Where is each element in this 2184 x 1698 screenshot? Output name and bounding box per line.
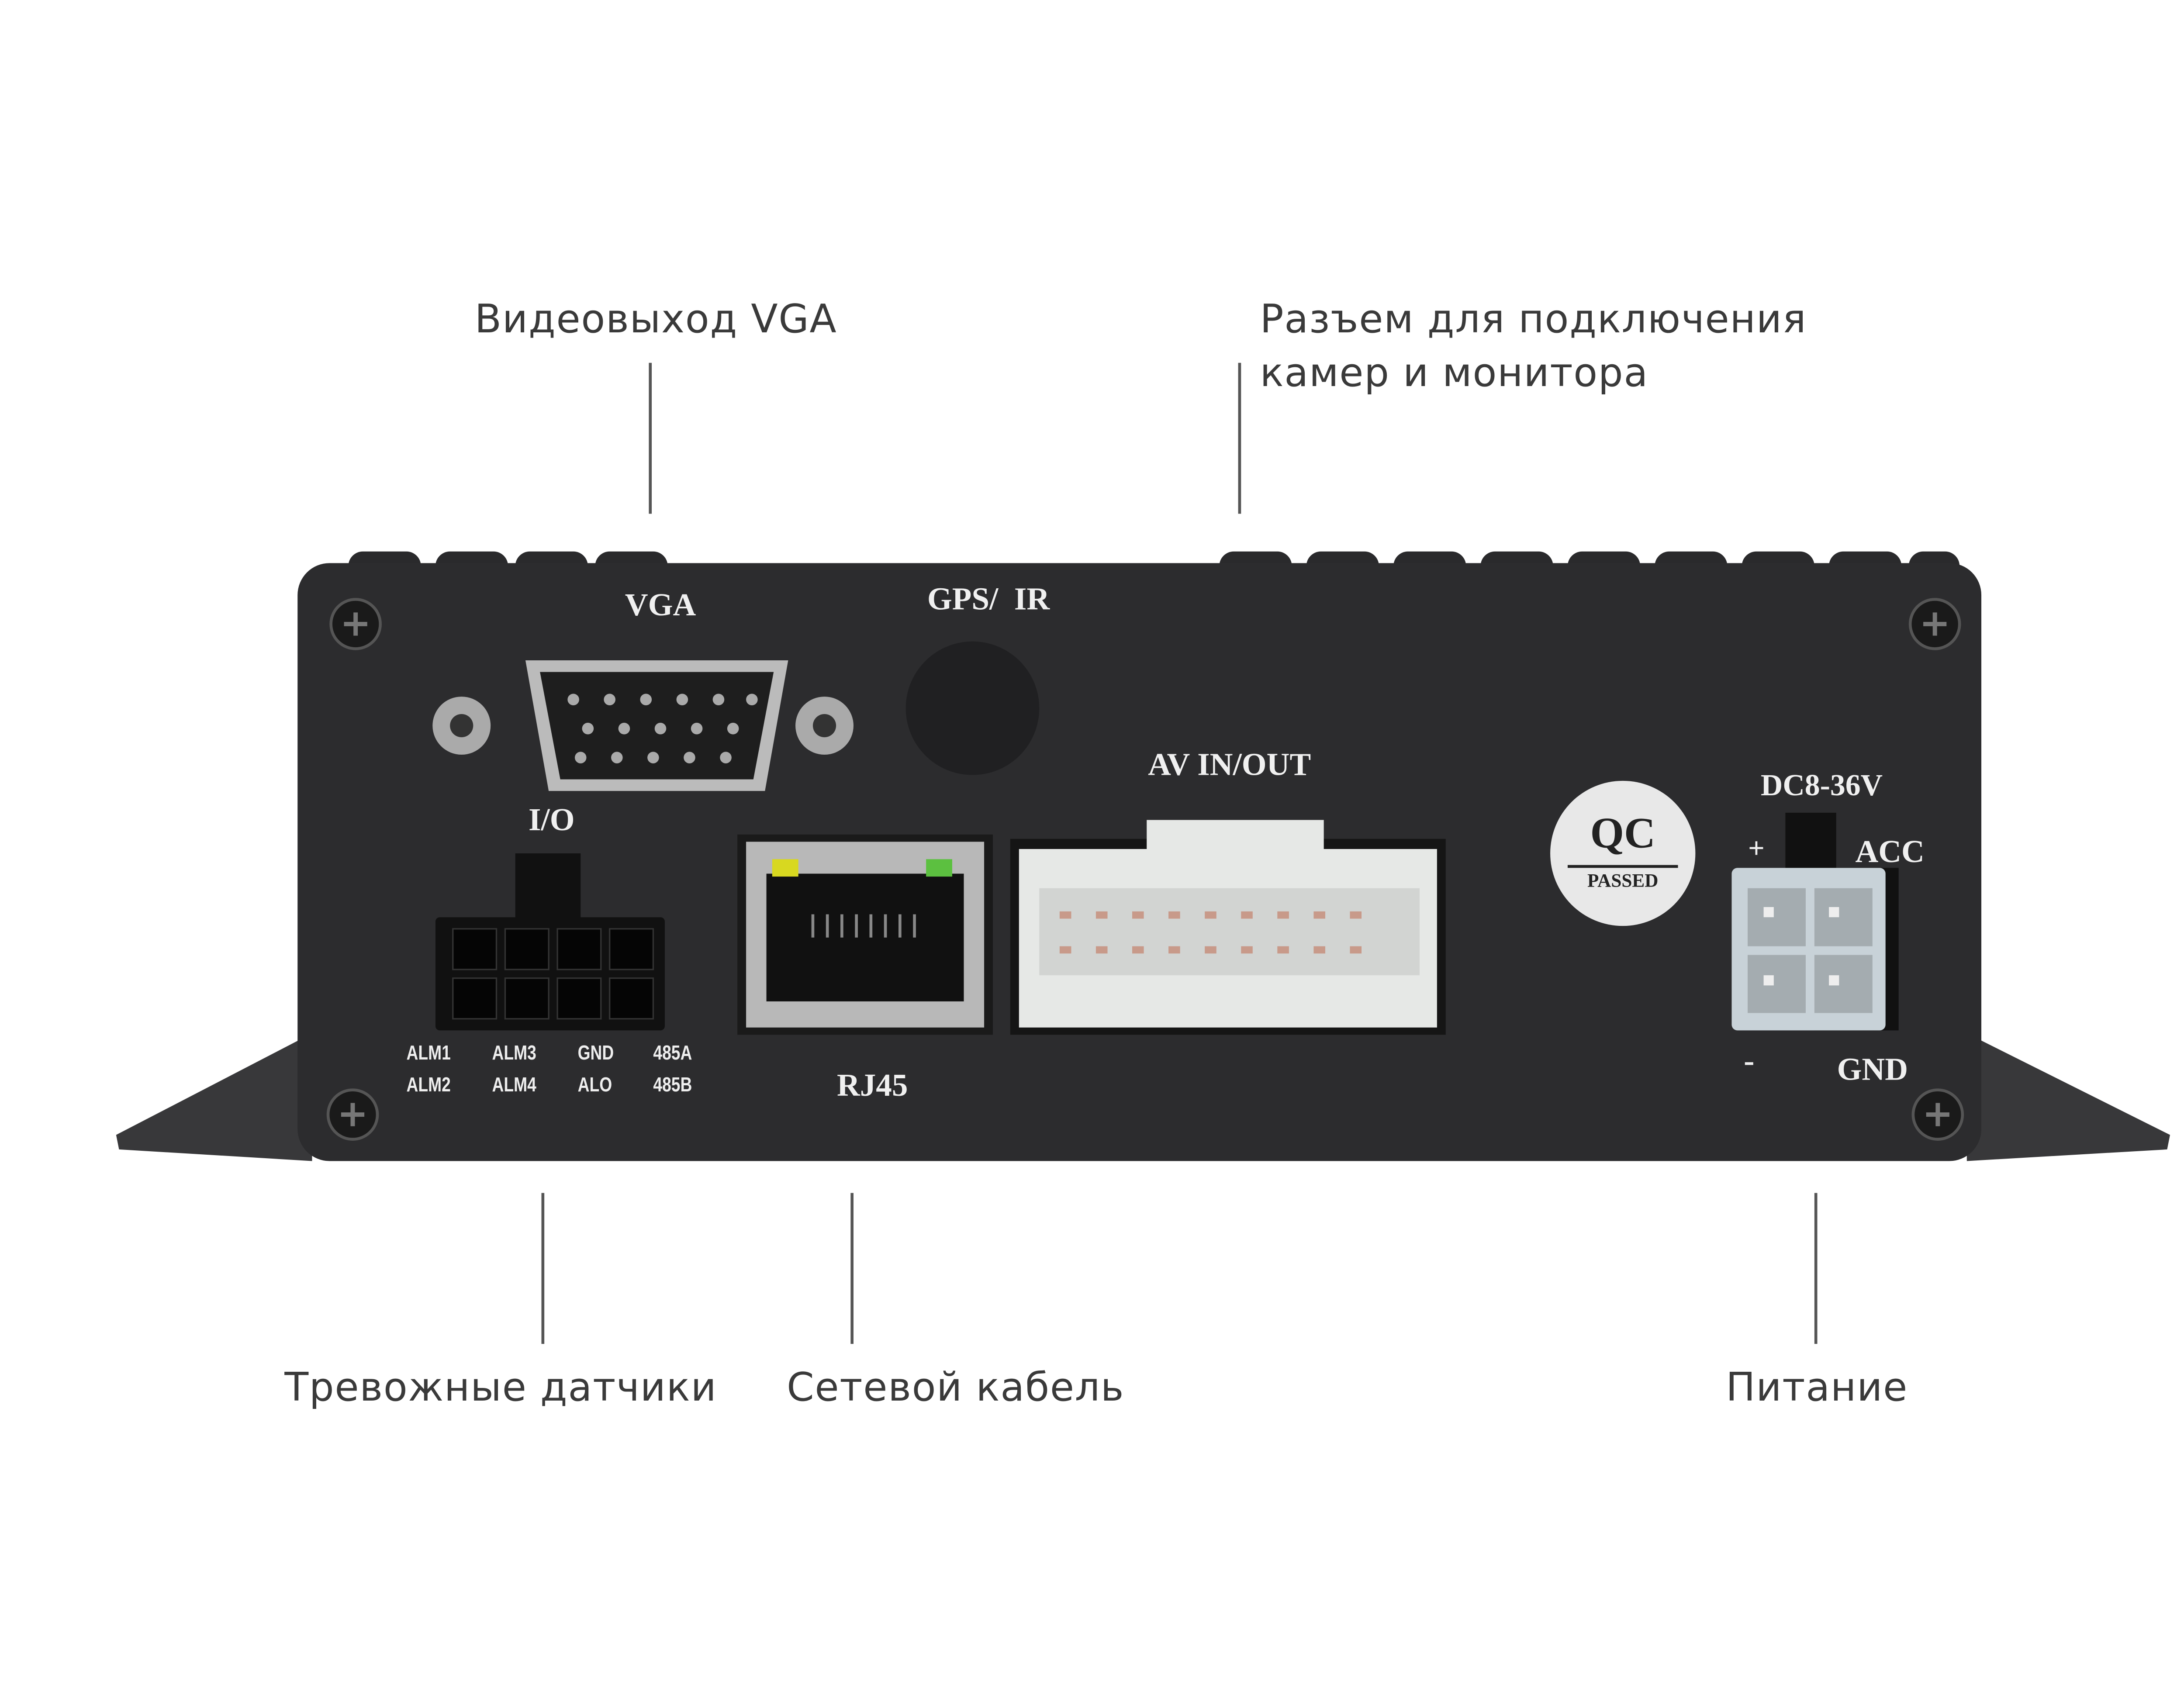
callout-av-line2: камер и монитора [1260, 351, 1649, 397]
led-yellow [772, 859, 798, 877]
pin-label: 485B [653, 1072, 692, 1096]
led-green [926, 859, 952, 877]
label-dc: DC8-36V [1760, 767, 1883, 803]
label-av: AV IN/OUT [1148, 746, 1311, 783]
label-gps-ir: GPS/ IR [927, 580, 1050, 617]
label-minus: - [1744, 1042, 1755, 1079]
av-pins [1059, 911, 1362, 954]
pin-label: ALM2 [406, 1072, 451, 1096]
callout-av-line1: Разъем для подключения [1260, 297, 1807, 343]
pin-label: GND [577, 1040, 614, 1064]
leader-line-power [1814, 1193, 1817, 1344]
mounting-flange-left [116, 1033, 312, 1161]
label-acc: ACC [1855, 833, 1925, 870]
label-rj45: RJ45 [836, 1066, 908, 1103]
callout-network: Сетевой кабель [787, 1366, 1125, 1411]
pin-label: ALO [577, 1072, 612, 1096]
label-io: I/O [528, 801, 575, 838]
qc-label: QC [1590, 810, 1655, 858]
qc-sticker [1550, 780, 1696, 926]
label-plus: + [1748, 833, 1765, 865]
leader-line-vga [649, 362, 651, 514]
pin-label: ALM4 [492, 1072, 536, 1096]
ir-receiver-dome [905, 641, 1040, 775]
leader-line-av [1238, 362, 1241, 514]
callout-power: Питание [1726, 1366, 1908, 1411]
mounting-flange-right [1966, 1033, 2170, 1161]
callout-alarm: Тревожные датчики [284, 1366, 717, 1411]
label-vga: VGA [625, 586, 696, 623]
leader-line-alarm [541, 1193, 544, 1344]
callout-vga: Видеовыход VGA [474, 297, 837, 343]
pin-label: ALM1 [406, 1040, 451, 1064]
leader-line-network [850, 1193, 853, 1344]
qc-passed-label: PASSED [1587, 869, 1659, 891]
pin-label: 485A [653, 1040, 692, 1064]
vga-pins [567, 694, 758, 763]
pin-label: ALM3 [492, 1040, 536, 1064]
label-gnd: GND [1837, 1050, 1908, 1087]
